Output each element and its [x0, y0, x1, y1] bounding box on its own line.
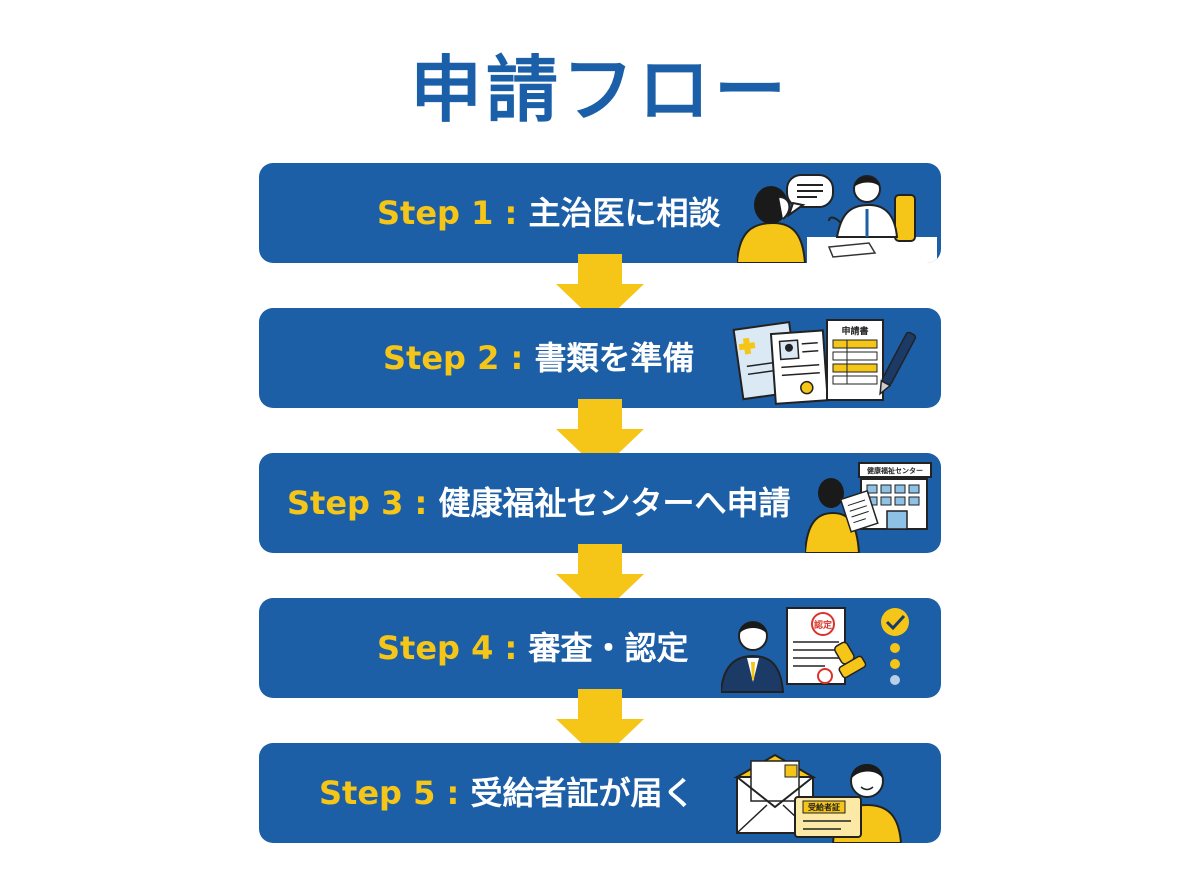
doctor-consultation-icon	[737, 174, 937, 263]
step-5-text: 受給者証が届く	[470, 774, 695, 812]
step-3-box: Step 3 : 健康福祉センターへ申請 健康福祉センター	[259, 453, 941, 553]
arrow-down-icon	[556, 544, 644, 616]
step-5-number: Step 5 :	[319, 774, 471, 812]
step-5-label: Step 5 : 受給者証が届く	[319, 743, 694, 843]
step-4-label: Step 4 : 審査・認定	[377, 598, 688, 698]
step-2-box: Step 2 : 書類を準備 申請書	[259, 308, 941, 408]
approval-stamp: 認定	[814, 619, 833, 631]
step-1-number: Step 1 :	[377, 194, 529, 232]
page-title: 申請フロー	[409, 48, 790, 132]
welfare-center-icon: 健康福祉センター	[805, 462, 932, 553]
step-1-text: 主治医に相談	[528, 194, 721, 232]
arrow-down-icon	[556, 689, 644, 761]
step-2-text: 書類を準備	[534, 339, 695, 377]
step-3-text: 健康福祉センターへ申請	[438, 484, 791, 522]
arrow-down-icon	[556, 399, 644, 471]
documents-icon: 申請書	[732, 319, 917, 405]
step-4-number: Step 4 :	[377, 629, 529, 667]
arrow-down-icon	[556, 254, 644, 326]
step-5-box: Step 5 : 受給者証が届く 受給者証	[259, 743, 941, 843]
step-3-label: Step 3 : 健康福祉センターへ申請	[287, 453, 790, 553]
step-2-label: Step 2 : 書類を準備	[383, 308, 694, 408]
step-3-number: Step 3 :	[287, 484, 439, 522]
recipient-card-label: 受給者証	[808, 802, 840, 812]
mail-certificate-icon: 受給者証	[733, 753, 903, 843]
form-title: 申請書	[841, 325, 868, 337]
approval-stamp-icon: 認定	[721, 607, 909, 693]
step-2-number: Step 2 :	[383, 339, 535, 377]
step-1-box: Step 1 : 主治医に相談	[259, 163, 941, 263]
center-sign: 健康福祉センター	[867, 466, 923, 475]
step-4-box: Step 4 : 審査・認定 認定	[259, 598, 941, 698]
step-4-text: 審査・認定	[528, 629, 689, 667]
step-1-label: Step 1 : 主治医に相談	[377, 163, 720, 263]
